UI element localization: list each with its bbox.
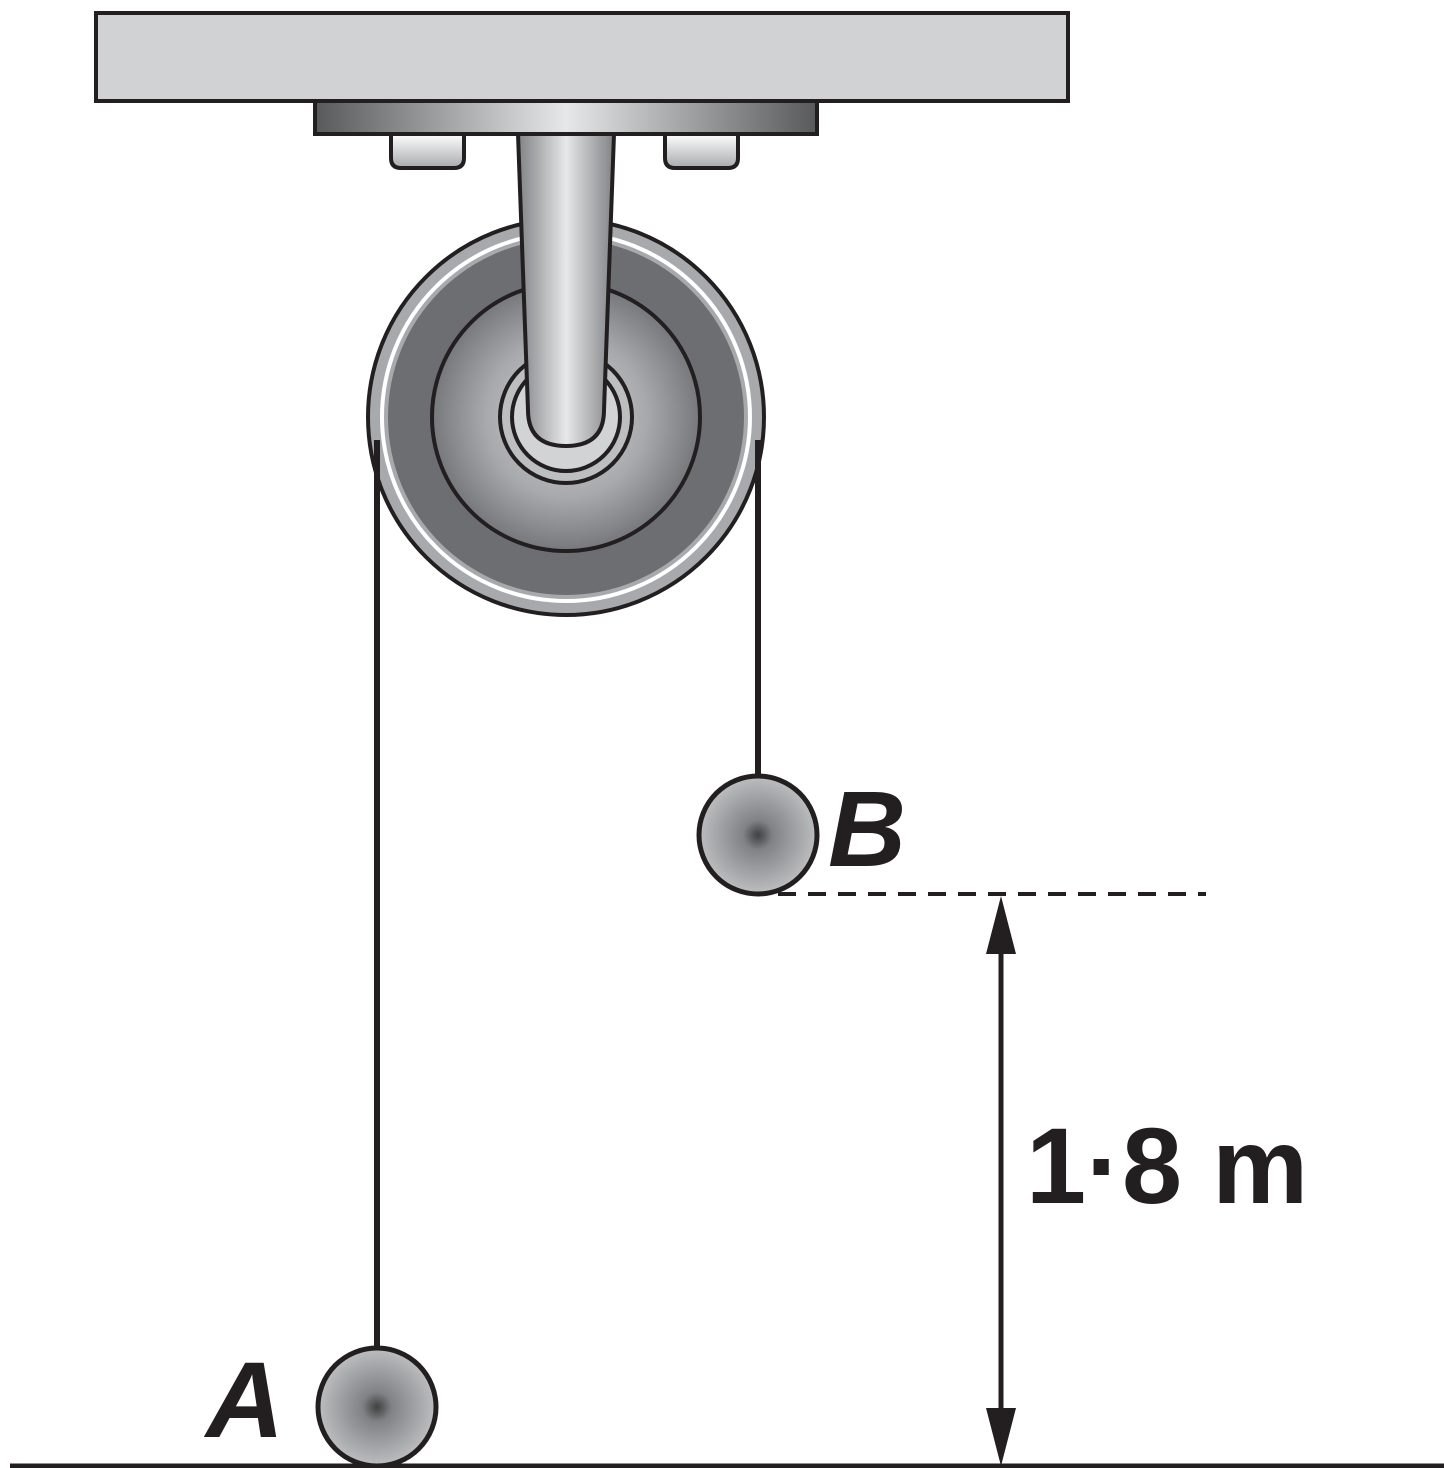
mounting-plate xyxy=(313,99,819,136)
axle-bracket xyxy=(515,132,617,449)
mass-a xyxy=(315,1345,439,1468)
height-dimension-arrow xyxy=(986,896,1016,1466)
bolt-left xyxy=(389,132,466,170)
mass-a-label: A xyxy=(203,1339,284,1460)
bolt-right xyxy=(663,132,740,170)
mass-b-label: B xyxy=(828,768,906,889)
height-label: 1·8 m xyxy=(1026,1105,1308,1226)
mass-b xyxy=(696,773,820,897)
ceiling-beam xyxy=(94,11,1070,103)
